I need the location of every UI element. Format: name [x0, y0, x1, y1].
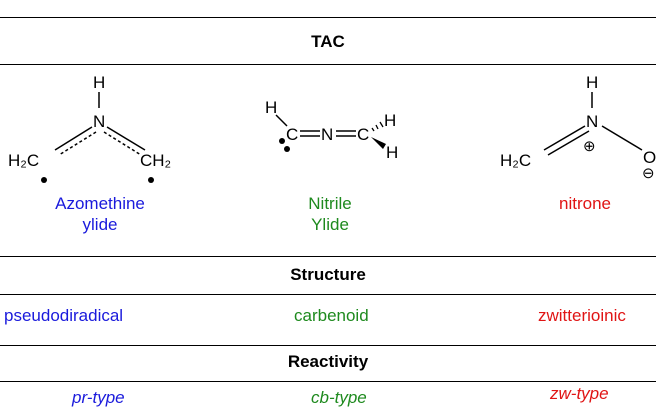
species-name-nitrone: nitrone	[530, 193, 640, 214]
nitrile-c-right-atom: C	[357, 125, 369, 144]
nitrile-c-left-atom: C	[286, 125, 298, 144]
structure-nitrile: carbenoid	[294, 306, 369, 325]
reactivity-azomethine: pr-type	[72, 388, 125, 407]
header-rule	[0, 64, 656, 65]
structure-top-rule	[0, 256, 656, 257]
nitrone-n-atom: N	[586, 112, 598, 131]
species-name-nitrile: Nitrile Ylide	[270, 193, 390, 235]
nitrone-o-atom: O	[643, 148, 656, 167]
azomethine-n-atom: N	[93, 112, 105, 131]
nitrile-ylide-structure: H C N C H H	[265, 98, 398, 162]
azomethine-name-line1: Azomethine	[55, 194, 145, 213]
azomethine-h-atom: H	[93, 73, 105, 92]
top-rule	[0, 17, 656, 18]
nitrone-h2c-atom: H₂C	[500, 151, 531, 170]
nitrile-name-line1: Nitrile	[308, 194, 352, 213]
structure-nitrone: zwitterioinic	[538, 306, 626, 325]
azomethine-name-line2: ylide	[82, 215, 118, 234]
nitrile-name-line2: Ylide	[311, 215, 349, 234]
nitrone-minus-charge: ⊖	[642, 165, 655, 182]
azomethine-ylide-structure: H N H₂C CH₂	[8, 73, 171, 183]
structure-bottom-rule	[0, 294, 656, 295]
structure-azomethine: pseudodiradical	[4, 306, 124, 325]
nitrile-h-top-atom: H	[384, 111, 396, 130]
reactivity-top-rule	[0, 345, 656, 346]
reactivity-bottom-rule	[0, 381, 656, 382]
species-name-azomethine: Azomethine ylide	[22, 193, 178, 235]
nitrone-h-atom: H	[586, 73, 598, 92]
reactivity-header: Reactivity	[287, 352, 369, 371]
reactivity-nitrile: cb-type	[311, 388, 367, 407]
nitrile-n-atom: N	[321, 125, 333, 144]
nitrone-name-line1: nitrone	[559, 194, 611, 213]
structure-header: Structure	[290, 265, 366, 284]
nitrile-h-left-atom: H	[265, 98, 277, 117]
nitrone-structure: H N ⊕ H₂C O ⊖	[500, 73, 656, 182]
azomethine-ch2-atom: CH₂	[140, 151, 171, 170]
azomethine-h2c-atom: H₂C	[8, 151, 39, 170]
nitrone-plus-charge: ⊕	[583, 138, 596, 155]
tac-header: TAC	[311, 32, 345, 51]
nitrile-h-bottom-atom: H	[386, 143, 398, 162]
reactivity-nitrone: zw-type	[550, 384, 609, 403]
